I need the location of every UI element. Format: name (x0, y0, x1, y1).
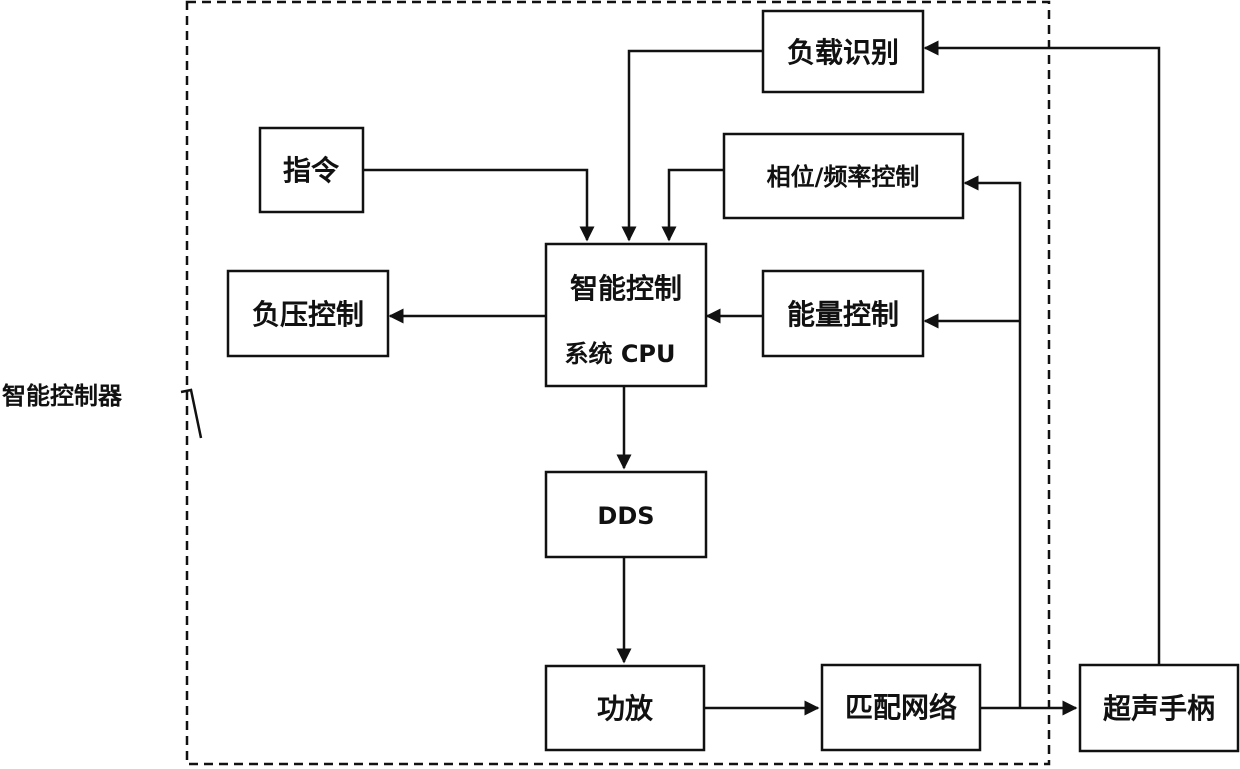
node-instruction: 指令 (260, 128, 363, 212)
node-matching-network: 匹配网络 (822, 665, 980, 750)
node-handpiece: 超声手柄 (1080, 665, 1238, 751)
node-phase-frequency: 相位/频率控制 (724, 134, 963, 218)
node-load-identification: 负载识别 (763, 11, 923, 92)
node-load-identification-label: 负载识别 (787, 36, 899, 69)
controller-label-leader (181, 390, 201, 438)
node-power-amp: 功放 (546, 666, 704, 750)
node-dds-label: DDS (597, 502, 654, 530)
node-handpiece-label: 超声手柄 (1103, 692, 1215, 725)
node-power-amp-label: 功放 (597, 692, 654, 725)
node-energy-control: 能量控制 (763, 271, 923, 356)
node-cpu-label-line1: 智能控制 (570, 272, 682, 305)
node-phase-frequency-label: 相位/频率控制 (767, 163, 920, 191)
node-energy-control-label: 能量控制 (787, 298, 899, 331)
edge-matching-to-phase (965, 183, 1020, 708)
edge-phase-to-cpu (669, 170, 724, 240)
node-instruction-label: 指令 (283, 154, 340, 187)
node-matching-network-label: 匹配网络 (845, 691, 957, 724)
node-negative-pressure-label: 负压控制 (252, 298, 364, 331)
node-dds: DDS (546, 472, 706, 557)
controller-label: 智能控制器 (2, 382, 123, 410)
node-cpu: 智能控制 系统 CPU (546, 244, 706, 386)
node-cpu-label-line2: 系统 CPU (564, 340, 675, 368)
node-negative-pressure: 负压控制 (228, 271, 388, 356)
edge-instruction-to-cpu (363, 170, 587, 240)
